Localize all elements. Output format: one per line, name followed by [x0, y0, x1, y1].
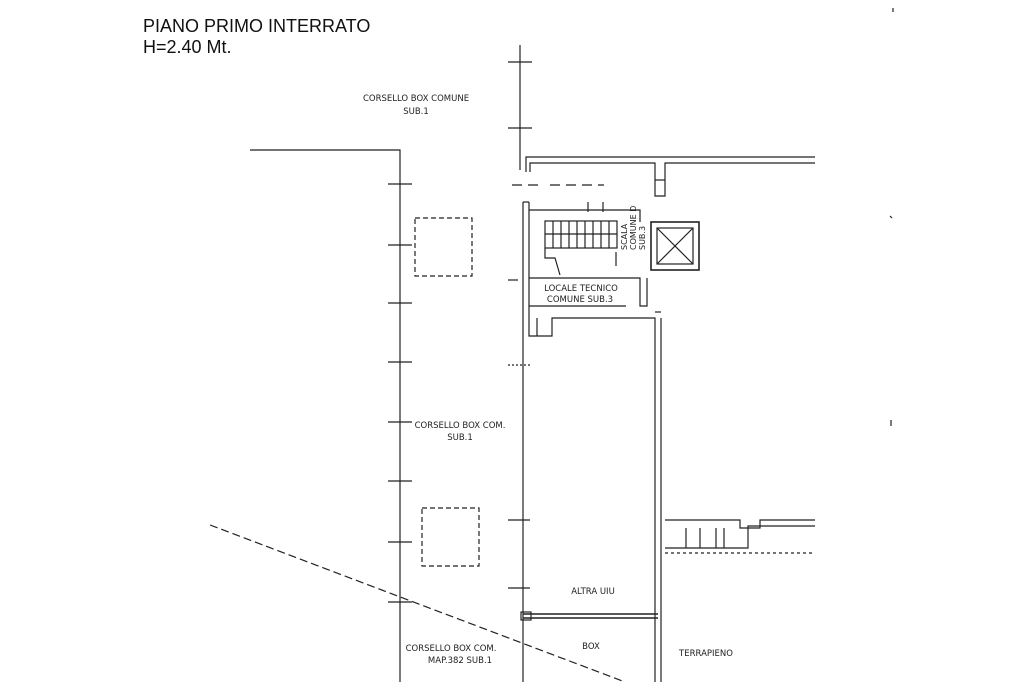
label-locale-tecnico: LOCALE TECNICO	[544, 284, 618, 294]
label-corsello-top: CORSELLO BOX COMUNE	[363, 94, 469, 104]
plan-title-height: H=2.40 Mt.	[143, 37, 232, 57]
left-boundary-wall	[250, 149, 412, 682]
plan-title: PIANO PRIMO INTERRATO H=2.40 Mt.	[143, 16, 370, 58]
elevator-shaft	[650, 221, 700, 271]
label-corsello-bottom: CORSELLO BOX COM.	[406, 644, 497, 654]
label-corsello-mid-sub: SUB.1	[447, 433, 473, 443]
label-locale-comune: COMUNE SUB.3	[547, 295, 613, 305]
plan-title-floor: PIANO PRIMO INTERRATO	[143, 16, 371, 36]
label-scala: SCALA	[620, 223, 629, 250]
label-scala-sub: SUB.3	[638, 226, 647, 250]
label-corsello-top-sub: SUB.1	[403, 107, 429, 117]
label-corsello-mid: CORSELLO BOX COM.	[415, 421, 506, 431]
label-box: BOX	[582, 642, 600, 652]
margin-mark	[889, 215, 893, 219]
label-corsello-bottom-sub: MAP.382 SUB.1	[428, 656, 492, 666]
pillar-lower	[421, 507, 480, 567]
property-boundary-line	[209, 524, 626, 682]
central-axis	[508, 45, 532, 170]
top-wall	[512, 156, 815, 197]
pillar-upper	[414, 217, 473, 277]
stair-core-walls	[522, 201, 662, 682]
label-altra-uiu: ALTRA UIU	[571, 587, 615, 597]
label-scala-comune: COMUNE D	[629, 206, 638, 250]
central-column-ticks	[508, 279, 532, 589]
staircase	[544, 202, 618, 276]
box-partition-wall	[520, 611, 658, 621]
label-terrapieno: TERRAPIENO	[678, 649, 733, 659]
right-lower-walls	[665, 519, 815, 554]
